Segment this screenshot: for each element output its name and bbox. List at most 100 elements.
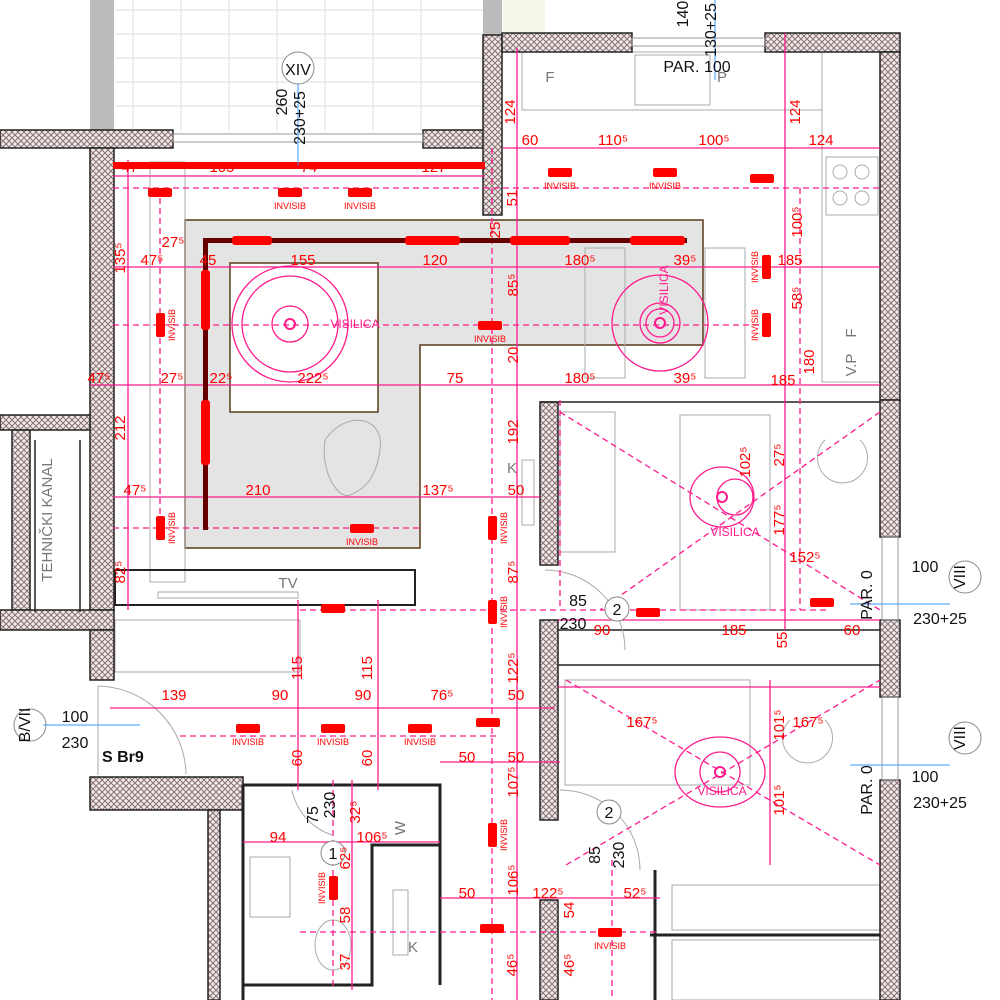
pendant-light-icon xyxy=(714,766,726,778)
dimension-label: 180⁵ xyxy=(564,252,595,269)
invisib-label: INVISIB xyxy=(317,737,349,747)
garden-strip xyxy=(503,0,545,32)
dimension-label: 50 xyxy=(459,885,476,902)
invisib-label: INVISIB xyxy=(317,872,327,904)
dimension-label: 94 xyxy=(270,829,287,846)
dimension-label: 47⁵ xyxy=(88,370,111,387)
technical-channel-label: TEHNIČKI KANAL xyxy=(39,458,56,581)
invisib-label: INVISIB xyxy=(404,737,436,747)
dimension-label: 62⁵ xyxy=(337,847,354,870)
drawing-label: 100 xyxy=(62,709,89,726)
invisib-label: INVISIB xyxy=(499,819,509,851)
tv-label: TV xyxy=(278,575,297,592)
pendant-light-label: VISILICA xyxy=(697,784,746,798)
drawing-label: XIV xyxy=(285,62,311,79)
dimension-label: 177⁵ xyxy=(771,504,788,535)
pendant-light-icon xyxy=(716,491,728,503)
dimension-label: 60 xyxy=(522,132,539,149)
dimension-label: 212 xyxy=(112,415,129,440)
drawing-label: 75 xyxy=(305,806,322,824)
fixtures xyxy=(148,168,834,937)
drawing-label: VIII xyxy=(952,565,969,589)
invisib-fixture xyxy=(548,168,572,177)
drawing-label: W xyxy=(392,820,409,835)
drawing-label: VIII xyxy=(952,726,969,750)
invisib-fixture xyxy=(350,524,374,533)
room-label: S Br9 xyxy=(102,749,144,766)
dimension-label: 105⁵ xyxy=(209,159,240,176)
door-marker xyxy=(596,799,622,825)
invisib-fixture xyxy=(762,255,771,279)
light-circles xyxy=(231,265,766,808)
door-marker xyxy=(320,840,346,866)
dimension-label: 185 xyxy=(770,372,795,389)
invisib-fixture xyxy=(278,188,302,197)
invisib-label: INVISIB xyxy=(750,309,760,341)
invisib-fixture xyxy=(329,876,338,900)
dimension-label: 102⁵ xyxy=(737,446,754,477)
dimension-label: 39⁵ xyxy=(674,370,697,387)
corner-fixture xyxy=(810,598,834,607)
dimension-label: 167⁵ xyxy=(626,714,657,731)
dimension-label: 85⁵ xyxy=(505,274,522,297)
dimension-label: 60 xyxy=(844,622,861,639)
dimension-label: 50 xyxy=(508,482,525,499)
dimension-label: 25 xyxy=(487,222,504,239)
pendant-light-label: VISILICA xyxy=(710,525,759,539)
drawing-label: 140 xyxy=(675,1,692,28)
invisib-fixture xyxy=(488,516,497,540)
dimension-label: 167⁵ xyxy=(792,714,823,731)
dimension-label: 27⁵ xyxy=(161,370,184,387)
dimension-label: 106⁵ xyxy=(356,829,387,846)
dimension-label: 124 xyxy=(787,99,804,124)
invisib-label: INVISIB xyxy=(346,537,378,547)
pendant-light-icon xyxy=(284,318,296,330)
invisib-label: INVISIB xyxy=(750,251,760,283)
drawing-label: V.P xyxy=(843,354,860,377)
drawing-label: 85 xyxy=(587,846,604,864)
dimension-label: 180 xyxy=(801,349,818,374)
dimension-label: 185 xyxy=(777,252,802,269)
dimension-label: 100⁵ xyxy=(698,132,729,149)
corner-fixture xyxy=(750,174,774,183)
dimension-label: 137⁵ xyxy=(422,482,453,499)
dimension-label: 87⁵ xyxy=(505,561,522,584)
invisib-label: INVISIB xyxy=(499,596,509,628)
dimension-label: 192 xyxy=(505,419,522,444)
walls xyxy=(0,0,901,1000)
dimension-label: 210 xyxy=(245,482,270,499)
dimension-label: 27⁵ xyxy=(771,444,788,467)
dimension-label: 50 xyxy=(508,749,525,766)
corner-fixture xyxy=(476,718,500,727)
dimension-label: 58 xyxy=(337,907,354,924)
dimension-label: 55 xyxy=(774,632,791,649)
dimension-label: 185 xyxy=(721,622,746,639)
corner-fixture xyxy=(480,924,504,933)
drawing-label: 100 xyxy=(912,769,939,786)
dimension-label: 47⁵ xyxy=(141,252,164,269)
dimension-label: 101⁵ xyxy=(771,784,788,815)
lighting-tracks xyxy=(113,162,687,530)
ceiling-opening xyxy=(229,262,379,413)
drawing-label: 85 xyxy=(569,593,587,610)
dimension-label: 135⁵ xyxy=(112,242,129,273)
invisib-fixture xyxy=(653,168,677,177)
drawing-label: PAR. 0 xyxy=(859,570,876,620)
dimension-label: 124 xyxy=(808,132,833,149)
drawing-label: F xyxy=(545,69,554,86)
drawing-label: K xyxy=(408,939,418,956)
invisib-label: INVISIB xyxy=(274,201,306,211)
dimension-label: 22⁵ xyxy=(210,370,233,387)
dimension-label: 75 xyxy=(447,370,464,387)
dimension-label: 32⁵ xyxy=(347,801,364,824)
invisib-label: INVISIB xyxy=(544,181,576,191)
dimension-label: 54 xyxy=(561,902,578,919)
dimension-label: 122⁵ xyxy=(532,885,563,902)
dimension-lines xyxy=(90,33,881,1000)
dimension-label: 50 xyxy=(459,749,476,766)
door-marker xyxy=(604,596,630,622)
corner-fixture xyxy=(636,608,660,617)
dimension-label: 47⁵ xyxy=(122,159,145,176)
dimension-label: 20 xyxy=(505,347,522,364)
